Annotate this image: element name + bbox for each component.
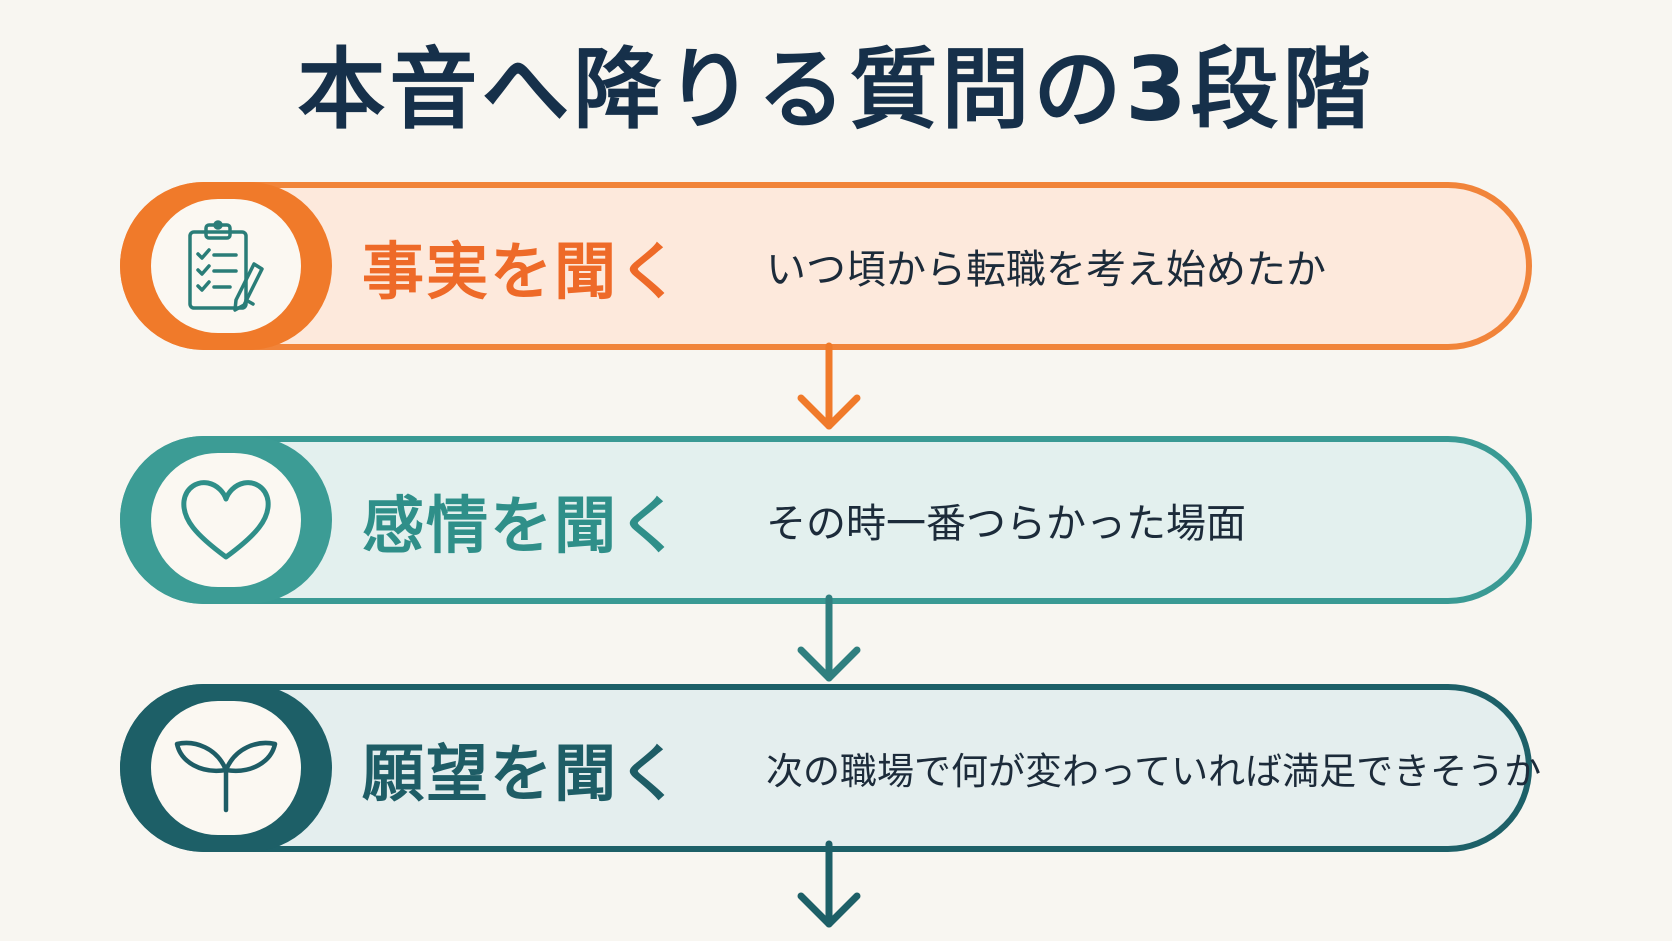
step-icon-circle <box>151 701 301 835</box>
step-description: いつ頃から転職を考え始めたか <box>766 247 1326 293</box>
step-label: 感情を聞く <box>362 489 683 562</box>
step-label: 事実を聞く <box>362 235 683 308</box>
arrow-down-icon <box>797 594 861 682</box>
step-icon-circle <box>151 453 301 587</box>
step-icon-cap <box>120 182 332 350</box>
step-description: その時一番つらかった場面 <box>766 501 1246 547</box>
page-title: 本音へ降りる質問の3段階 <box>297 38 1375 141</box>
arrow-down-icon <box>797 840 861 928</box>
step-feelings: 感情を聞く その時一番つらかった場面 <box>120 436 1532 604</box>
step-label: 願望を聞く <box>362 737 683 810</box>
step-facts: 事実を聞く いつ頃から転職を考え始めたか <box>120 182 1532 350</box>
step-icon-cap <box>120 436 332 604</box>
sprout-icon <box>174 740 278 813</box>
step-icon-cap <box>120 684 332 852</box>
heart-icon <box>181 480 271 560</box>
arrow-down-icon <box>797 342 861 430</box>
step-icon-circle <box>151 199 301 333</box>
step-description: 次の職場で何が変わっていれば満足できそうか <box>766 750 1542 793</box>
clipboard-icon <box>188 220 264 312</box>
step-wishes: 願望を聞く 次の職場で何が変わっていれば満足できそうか <box>120 684 1541 852</box>
